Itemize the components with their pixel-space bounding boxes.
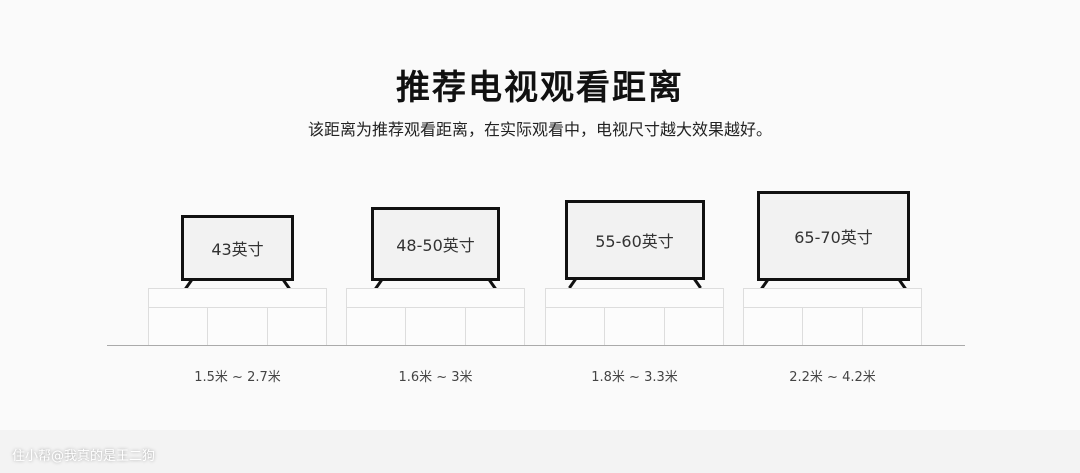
cabinet-drawer: [208, 308, 268, 345]
tv-screen: 55-60英寸: [564, 200, 705, 280]
watermark: 住小帮@我真的是王二狗: [12, 449, 156, 464]
distance-label: 1.8米 ~ 3.3米: [591, 370, 678, 385]
page-title: 推荐电视观看距离: [396, 68, 684, 108]
cabinet-drawer: [744, 308, 804, 345]
tv-size-label: 55-60英寸: [595, 232, 674, 251]
distance-label: 1.5米 ~ 2.7米: [194, 370, 281, 385]
cabinet-drawer: [546, 308, 606, 345]
tv-screen: 43英寸: [181, 215, 294, 281]
cabinet-drawer: [406, 308, 466, 345]
cabinet-drawer: [803, 308, 863, 345]
cabinet-top: [545, 288, 724, 308]
cabinet-drawers: [346, 307, 525, 346]
cabinet-top: [148, 288, 327, 308]
cabinet-top: [743, 288, 922, 308]
cabinet-drawer: [665, 308, 723, 345]
cabinet-drawer: [149, 308, 209, 345]
tv-size-label: 48-50英寸: [396, 236, 475, 255]
distance-label: 2.2米 ~ 4.2米: [789, 370, 876, 385]
cabinet-drawers: [743, 307, 922, 346]
cabinet-top: [346, 288, 525, 308]
cabinet-drawer: [605, 308, 665, 345]
tv-screen: 48-50英寸: [371, 207, 500, 281]
bottom-strip: [0, 430, 1080, 473]
subtitle: 该距离为推荐观看距离，在实际观看中，电视尺寸越大效果越好。: [307, 120, 772, 139]
tv-size-label: 43英寸: [211, 240, 264, 259]
cabinet-drawers: [545, 307, 724, 346]
floor-line: [107, 345, 965, 346]
cabinet-drawer: [268, 308, 326, 345]
tv-screen: 65-70英寸: [757, 191, 910, 281]
cabinet-drawers: [148, 307, 327, 346]
cabinet-drawer: [466, 308, 524, 345]
distance-label: 1.6米 ~ 3米: [398, 370, 473, 385]
cabinet-drawer: [347, 308, 407, 345]
cabinet-drawer: [863, 308, 921, 345]
tv-size-label: 65-70英寸: [794, 228, 873, 247]
